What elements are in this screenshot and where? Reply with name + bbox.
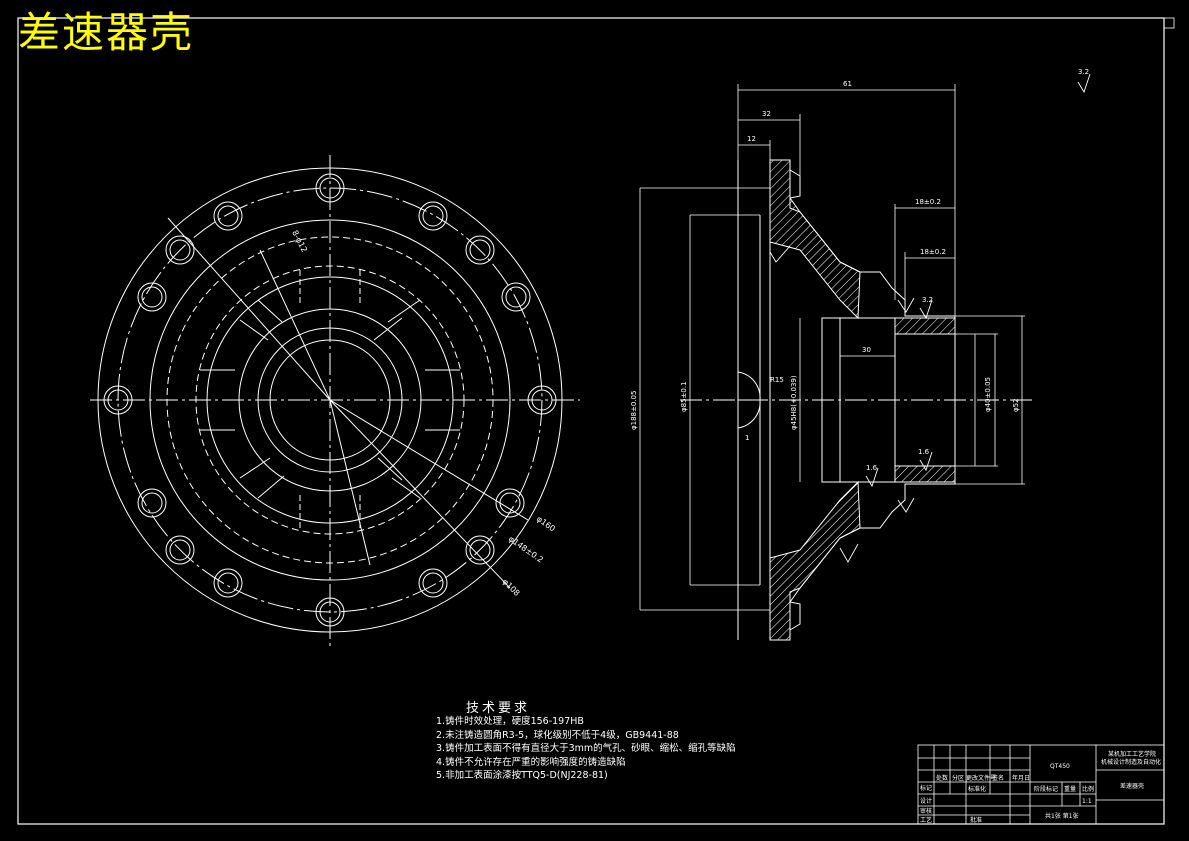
dim-label-radial-1: φ148±0.2 — [507, 534, 545, 564]
bolt-hole — [527, 385, 557, 415]
tb-label-scale: 比例 — [1082, 785, 1094, 793]
roughness-label-3: 1.6 — [866, 464, 878, 472]
bolt-holes — [103, 173, 557, 627]
window-slots — [200, 270, 460, 530]
roughness-label-2: 1.6 — [918, 448, 930, 456]
dim-right-short-mid: 18±0.2 — [920, 248, 946, 256]
outer-frame — [17, 17, 1165, 825]
tb-org-line2: 机械设计制造及自动化 — [1101, 758, 1161, 766]
leader-line — [259, 249, 331, 401]
frame-corner-mark — [1163, 17, 1175, 29]
bolt-hole — [465, 535, 495, 565]
hatch-lower — [769, 480, 861, 641]
front-view — [90, 155, 580, 648]
dim-flat: 1 — [745, 434, 749, 442]
roughness-label-1: 3.2 — [922, 296, 933, 304]
leader-line — [167, 217, 331, 401]
requirement-item: 1.铸件时效处理，硬度156-197HB — [436, 716, 584, 727]
tb-label-date: 年月日 — [1012, 774, 1030, 782]
hatch-upper — [769, 159, 861, 320]
dim-label-radial-2: φ108 — [501, 577, 522, 598]
hidden-circle-1 — [166, 236, 494, 564]
tb-scale-value: 1:1 — [1082, 798, 1092, 805]
dim-top-mid: 32 — [762, 110, 771, 118]
dim-left-big: φ188±0.05 — [630, 391, 638, 430]
section-outline-upper — [770, 159, 956, 400]
tb-label-standard: 标准化 — [968, 785, 986, 793]
section-view — [639, 73, 1091, 641]
hub-circle-3 — [257, 327, 403, 473]
tb-label-sign: 签名 — [992, 774, 1004, 782]
leader-line — [329, 399, 529, 521]
flange-outer-circle — [97, 167, 563, 633]
tb-label-zone: 分区 — [952, 774, 964, 782]
title-block — [917, 744, 1165, 825]
tb-label-count: 处数 — [936, 774, 948, 782]
roughness-symbols — [769, 73, 1091, 563]
tb-sheet-info: 共1张 第1张 — [1045, 812, 1079, 820]
tb-label-design: 设计 — [920, 797, 932, 805]
flange-inner-circle — [149, 219, 511, 581]
dim-right-inner: φ40±0.05 — [984, 377, 992, 412]
dim-top-small: 12 — [747, 135, 756, 143]
dim-bore-depth: 30 — [862, 346, 871, 354]
roughness-top-label: 3.2 — [1078, 68, 1089, 76]
requirement-item: 4.铸件不允许存在严重的影响强度的铸造缺陷 — [436, 756, 626, 768]
bolt-hole — [165, 235, 195, 265]
requirement-item: 5.非加工表面涂漆按TTQ5-D(NJ228-81) — [436, 770, 608, 781]
dim-label-pcd: φ160 — [535, 514, 557, 533]
tb-label-review: 审核 — [920, 807, 932, 815]
dim-radius: R15 — [770, 376, 784, 384]
bolt-hole — [465, 235, 495, 265]
bore-circle — [269, 339, 391, 461]
hatch-upper-2 — [894, 317, 956, 335]
hidden-circle-2 — [195, 265, 465, 535]
tb-label-change: 更改文件号 — [966, 774, 996, 782]
tb-label-mark: 标记 — [920, 784, 932, 792]
tb-label-weight: 重量 — [1064, 785, 1076, 793]
dim-top-overall: 61 — [843, 80, 852, 88]
bolt-hole — [315, 173, 345, 203]
dim-center-bore: φ45H8(+0.039) — [790, 375, 798, 430]
tb-label-process: 工艺 — [920, 816, 932, 824]
hub-circle-2 — [238, 308, 422, 492]
dim-right-outer: φ52 — [1012, 398, 1020, 412]
leader-line — [329, 399, 371, 566]
tb-material: QT450 — [1050, 763, 1070, 770]
requirements-heading: 技术要求 — [466, 701, 531, 716]
requirement-item: 2.未注铸造圆角R3-5，球化级别不低于4级，GB9441-88 — [436, 729, 679, 741]
requirement-item: 3.铸件加工表面不得有直径大于3mm的气孔、砂眼、缩松、缩孔等缺陷 — [436, 743, 736, 754]
tb-org-line1: 某机加工工艺学院 — [1108, 750, 1156, 758]
drawing-title: 差速器壳 — [18, 8, 195, 57]
hub-circle-1 — [206, 276, 454, 524]
tb-drawing-name: 差速器壳 — [1120, 782, 1144, 790]
dim-right-short-top: 18±0.2 — [915, 198, 941, 206]
bolt-hole — [103, 385, 133, 415]
bolt-hole — [165, 535, 195, 565]
title-block-text: QT450 某机加工工艺学院 机械设计制造及自动化 差速器壳 标记 处数 分区 … — [920, 750, 1161, 824]
section-dim-text: 61 32 12 18±0.2 18±0.2 30 φ188±0.05 φ85±… — [630, 68, 1089, 472]
tb-label-approve: 批准 — [970, 816, 982, 824]
side-cut-arc — [737, 371, 761, 401]
section-outline-lower — [770, 400, 956, 641]
dim-left-inner: φ85±0.1 — [680, 381, 688, 412]
requirements-list: 1.铸件时效处理，硬度156-197HB 2.未注铸造圆角R3-5，球化级别不低… — [436, 715, 736, 783]
leader-line — [329, 399, 511, 589]
bolt-pitch-circle — [117, 187, 543, 613]
tb-label-stage: 阶段标记 — [1034, 785, 1058, 793]
section-dims — [639, 84, 1025, 611]
bolt-hole — [315, 597, 345, 627]
